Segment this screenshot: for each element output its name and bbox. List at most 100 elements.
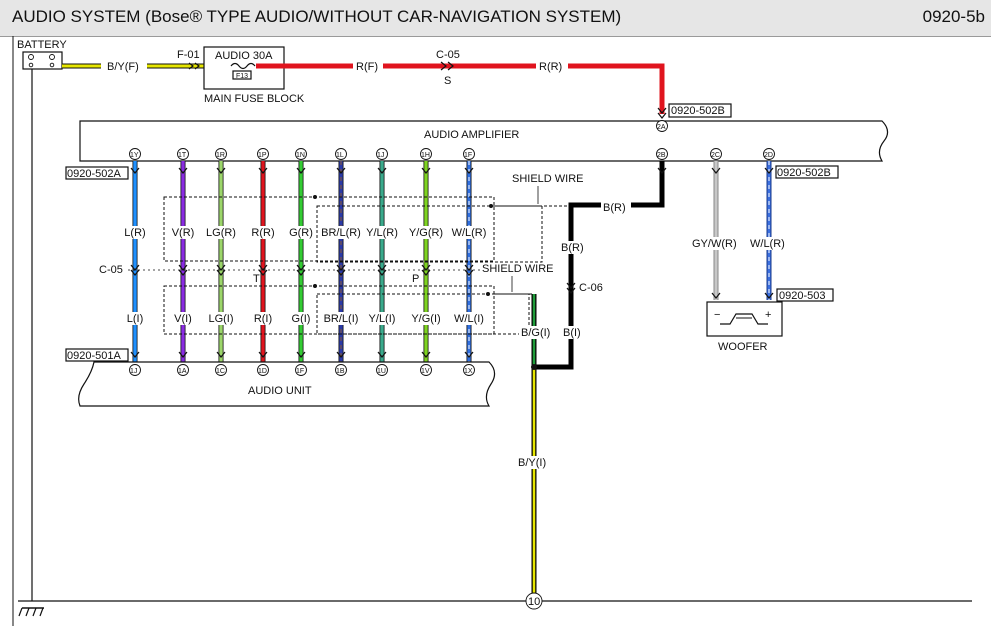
signal-7-amp-pin-label: 1J (377, 152, 384, 159)
ground-point-icon (525, 592, 543, 610)
signal-6-unit-connector-icon (336, 351, 346, 358)
ground-point-label: 10 (528, 596, 540, 608)
signal-9-amp-pin-label: 1F (464, 152, 472, 159)
signal-8-label-bg (406, 312, 446, 325)
connector-f01-icon (188, 62, 200, 70)
signal-2-unit-connector-icon (178, 351, 188, 358)
signal-5-amp-pin (295, 148, 307, 160)
signal-1-label-bg (121, 312, 149, 325)
signal-3-harness-connector-icon (216, 264, 226, 276)
amp-pin-2c (710, 148, 722, 160)
wire-ground-black (534, 161, 665, 370)
amp-pin-2d (763, 148, 775, 160)
signal-8-unit-connector-icon (421, 351, 431, 358)
signal-5-amp-pin-label: 1N (296, 152, 305, 159)
label-bg (101, 59, 147, 72)
signal-2-unit-pin-label: 1A (178, 368, 187, 375)
signal-4-amp-connector-icon (258, 167, 268, 174)
wire-label-r-f: R(F) (356, 61, 378, 73)
page-title: AUDIO SYSTEM (Bose® TYPE AUDIO/WITHOUT C… (12, 7, 622, 26)
signal-6-label-bg (318, 312, 364, 325)
signal-3-label-r: LG(R) (206, 227, 236, 239)
audio-unit-label: AUDIO UNIT (248, 385, 312, 397)
signal-5-label-bg (287, 312, 315, 325)
signal-6-label-r: BR/L(R) (321, 227, 361, 239)
harness-mark-t: T (253, 273, 260, 285)
signal-7-label-r: Y/L(R) (366, 227, 398, 239)
wire-label-by-f: B/Y(F) (107, 61, 139, 73)
label-bg (748, 237, 790, 250)
signal-6-harness-connector-icon (336, 264, 346, 276)
amp-ref-right-box (775, 165, 839, 179)
signal-4-unit-connector-icon (258, 351, 268, 358)
woofer-connector-top-icon (711, 167, 774, 174)
connector-c05-top-icon (440, 61, 454, 71)
signal-9-unit-pin (463, 364, 475, 376)
chassis-ground-icon (18, 607, 44, 617)
signal-9-amp-pin (463, 148, 475, 160)
signal-8-amp-pin (420, 148, 432, 160)
shield-node (489, 204, 493, 208)
signal-6-label-i: BR/L(I) (324, 313, 359, 325)
signal-1-unit-connector-icon (130, 351, 140, 358)
signal-4-unit-pin (257, 364, 269, 376)
woofer-label: WOOFER (718, 341, 768, 353)
amp-ref-left-box (65, 166, 129, 180)
signal-4-label-bg (248, 226, 278, 239)
signal-3-amp-pin (215, 148, 227, 160)
wire-label-b-r: B(R) (603, 202, 626, 214)
signal-3-label-bg (204, 312, 238, 325)
woofer-plus: + (765, 309, 771, 321)
signal-9-label-r: W/L(R) (452, 227, 487, 239)
audio-unit-box (78, 361, 496, 407)
signal-7-harness-connector-icon (377, 264, 387, 276)
shield-wire-label-top: SHIELD WIRE (512, 173, 584, 185)
amp-pin-2b-label: 2B (657, 152, 666, 159)
label-bg (560, 241, 590, 254)
signal-8-label-bg (404, 226, 448, 239)
wire-label-b-i: B(I) (563, 327, 581, 339)
amp-ref-left: 0920-502A (67, 168, 121, 180)
signal-6-unit-pin (335, 364, 347, 376)
signal-3-amp-pin-label: 1R (216, 152, 225, 159)
shield-box-upper-a (163, 196, 495, 262)
amp-pin-2b (656, 148, 668, 160)
signal-wires: 1YL(R)L(I)1TV(R)V(I)1RLG(R)LG(I)1PR(R)R(… (120, 148, 491, 362)
signal-9-label-bg (449, 312, 489, 325)
signal-5-unit-connector-icon (296, 351, 306, 358)
signal-4-label-i: R(I) (254, 313, 272, 325)
signal-2-amp-pin-label: 1T (178, 152, 187, 159)
signal-6-amp-connector-icon (336, 167, 346, 174)
splice-node (531, 364, 537, 370)
signal-9-label-bg (447, 226, 491, 239)
signal-2-unit-pin (177, 364, 189, 376)
signal-4-label-r: R(R) (251, 227, 274, 239)
shield-box-lower-b (316, 293, 530, 335)
amp-ref-top: 0920-502B (671, 105, 725, 117)
signal-7-amp-connector-icon (377, 167, 387, 174)
label-bg (517, 456, 551, 469)
connector-f01-label: F-01 (177, 49, 200, 61)
signal-7-label-i: Y/L(I) (369, 313, 396, 325)
amp-ground-connector-icon (657, 167, 667, 174)
woofer-connector-icon (711, 292, 774, 299)
signal-7-unit-pin (376, 364, 388, 376)
signal-1-amp-connector-icon (130, 167, 140, 174)
fuse-block-label: MAIN FUSE BLOCK (204, 93, 305, 105)
signal-8-unit-pin-label: 1V (421, 368, 430, 375)
signal-2-amp-connector-icon (178, 167, 188, 174)
wire-power-red (256, 63, 665, 114)
amp-ref-top-box (668, 103, 732, 118)
audio-amplifier-label: AUDIO AMPLIFIER (424, 129, 519, 141)
label-bg (519, 326, 553, 339)
signal-8-label-i: Y/G(I) (411, 313, 440, 325)
signal-9-amp-connector-icon (464, 167, 474, 174)
amp-pin-2a-label: 2A (657, 124, 666, 131)
signal-1-label-r: L(R) (124, 227, 145, 239)
signal-2-label-bg (168, 226, 198, 239)
battery-label: BATTERY (17, 39, 67, 51)
signal-6-label-bg (316, 226, 366, 239)
connector-pin-s: S (444, 75, 451, 87)
signal-5-amp-connector-icon (296, 167, 306, 174)
